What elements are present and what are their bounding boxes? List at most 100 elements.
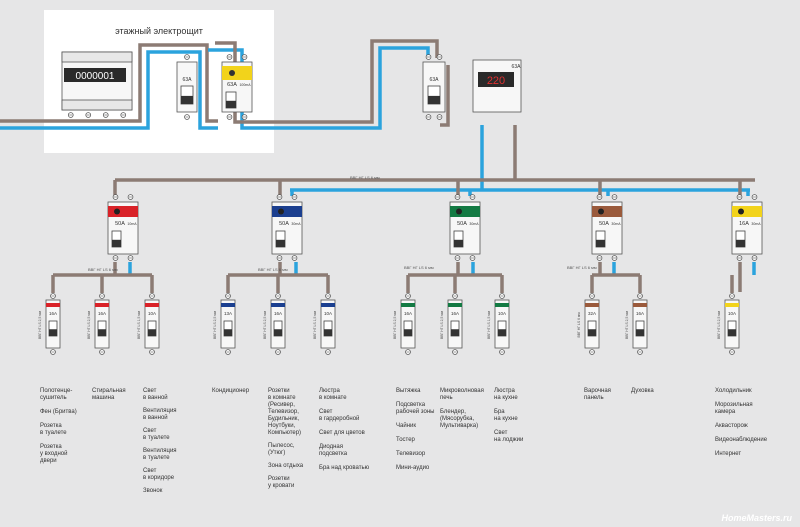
breaker-12-toggle-lever [728, 329, 736, 336]
rcd-2-leak: 30mA [291, 222, 301, 226]
breaker-9-rating: 10A [498, 311, 506, 316]
breaker-12-cable-spec: ВВГ НГ LS 2,5 мм [717, 310, 721, 339]
load-b1-1: Полотенце-сушитель [40, 388, 73, 401]
breaker-2-rating: 16A [98, 311, 106, 316]
rcd-5-test-button [738, 208, 744, 215]
breaker-11-toggle-lever [636, 329, 644, 336]
breaker-7-toggle-lever [404, 329, 412, 336]
breaker-7-cable-spec: ВВГ НГ LS 2,5 мм [393, 310, 397, 339]
load-b7-6: Мини-аудио [396, 465, 430, 471]
rcd3-cable-spec: ВВГ НГ LS 6 мм [404, 265, 434, 270]
blue-wire-to-right [208, 46, 430, 130]
breaker-6-toggle-lever [324, 329, 332, 336]
main-rcd-toggle-lever [226, 100, 236, 108]
breaker-3-stripe [145, 303, 159, 307]
rcd-4-rating: 50A [599, 221, 609, 227]
breaker-10-cable-spec: ВВГ НГ LS 6 мм [577, 312, 581, 338]
load-b12-1: Холодильник [715, 388, 752, 394]
breaker-8-rating: 16A [451, 311, 459, 316]
breaker-5-rating: 16A [274, 311, 282, 316]
panel-title: этажный электрощит [115, 26, 203, 36]
rcd-2-stripe [272, 206, 302, 217]
breaker-6-rating: 10A [324, 311, 332, 316]
meter-display [64, 68, 126, 82]
breaker-10-toggle-lever [588, 329, 596, 336]
breaker-11-cable-spec: ВВГ НГ LS 2,5 мм [625, 310, 629, 339]
main-rcd-rating: 63A [227, 82, 237, 88]
wire-to-relay [440, 65, 450, 127]
brown-wire-to-right [215, 39, 439, 124]
breaker-5-cable-spec: ВВГ НГ LS 2,5 мм [263, 310, 267, 339]
rcd-4-toggle-lever [596, 239, 605, 247]
rcd-2-rating: 50A [279, 221, 289, 227]
breaker-6-stripe [321, 303, 335, 307]
breaker-6-cable-spec: ВВГ НГ LS 1,5 мм [313, 310, 317, 339]
rcd4-cable-spec: ВВГ НГ LS 6 мм [567, 265, 597, 270]
breaker-7-stripe [401, 303, 415, 307]
rcd-1-leak: 10mA [127, 222, 137, 226]
rcd-3-stripe [450, 206, 480, 217]
rcd-5-rating: 16A [739, 221, 749, 227]
main-switch-left-rating: 63A [183, 77, 193, 83]
rcd-3-toggle-lever [454, 239, 463, 247]
load-b4-1: Кондиционер [212, 388, 250, 394]
load-b6-3: Свет для цветов [319, 430, 365, 436]
breaker-9-cable-spec: ВВГ НГ LS 1,5 мм [487, 310, 491, 339]
load-b12-5: Интернет [715, 451, 742, 457]
breaker-2-stripe [95, 303, 109, 307]
breaker-5-toggle-lever [274, 329, 282, 336]
load-b1-2: Фен (Бритва) [40, 409, 77, 415]
load-b7-5: Телевизор [396, 451, 426, 457]
breaker-3-rating: 10A [148, 311, 156, 316]
main-bus-cable-spec: ВВГ НГ LS 6 мм [350, 175, 380, 180]
rcd-4-test-button [598, 208, 604, 215]
breaker-1-cable-spec: ВВГ НГ LS 2,5 мм [38, 310, 42, 339]
load-b8-2: Блендер,(Мясорубка,Мультиварка) [440, 409, 479, 429]
breaker-10-stripe [585, 303, 599, 307]
main-switch-left-toggle-lever [181, 95, 193, 104]
voltage-relay-display [478, 72, 514, 87]
load-b7-4: Тостер [396, 437, 415, 443]
rcd-3-leak: 30mA [469, 222, 479, 226]
load-b7-1: Вытяжка [396, 388, 421, 394]
load-b11-1: Духовка [631, 388, 654, 394]
rcd-4-stripe [592, 206, 622, 217]
breaker-2-cable-spec: ВВГ НГ LS 2,5 мм [87, 310, 91, 339]
load-b12-4: Видеонаблюдение [715, 437, 768, 443]
breaker-3-toggle-lever [148, 329, 156, 336]
voltage-relay-reading: 220 [487, 75, 505, 87]
main-rcd-test [229, 70, 235, 76]
breaker-8-stripe [448, 303, 462, 307]
breaker-10-rating: 32A [588, 311, 596, 316]
load-b5-2: Пылесос,(Утюг) [268, 443, 295, 456]
breaker-9-stripe [495, 303, 509, 307]
breaker-3-cable-spec: ВВГ НГ LS 1,5 мм [137, 310, 141, 339]
breaker-4-cable-spec: ВВГ НГ LS 2,5 мм [213, 310, 217, 339]
breaker-7-rating: 16A [404, 311, 412, 316]
rcd-1-rating: 50A [115, 221, 125, 227]
rcd-1-test-button [114, 208, 120, 215]
rcd-2-test-button [278, 208, 284, 215]
watermark: HomeMasters.ru [721, 513, 792, 523]
breaker-4-toggle-lever [224, 329, 232, 336]
rcd-4-leak: 30mA [611, 222, 621, 226]
breaker-1-toggle-lever [49, 329, 57, 336]
